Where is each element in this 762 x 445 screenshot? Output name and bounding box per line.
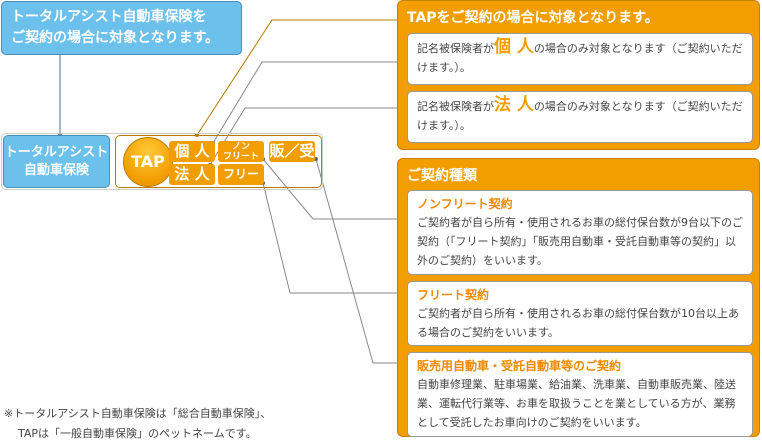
contract-type-text: ご契約者が自ら所有・使用されるお車の総付保台数が10台以上ある場合のご契約をいい… bbox=[417, 307, 739, 339]
product-row bbox=[1, 133, 323, 190]
contract-types-panel: ご契約種類 ノンフリート契約ご契約者が自ら所有・使用されるお車の総付保台数が9台… bbox=[397, 158, 760, 437]
chip-nonfleet: ノンフリート bbox=[218, 141, 264, 162]
note-text: の場合のみ対象となります（ご契約いただけます。）。 bbox=[417, 100, 743, 132]
note-highlight: 個 人 bbox=[494, 37, 534, 57]
product-line: 自動車保険 bbox=[23, 163, 89, 178]
footnote-line: ※トータルアシスト自動車保険は「総合自動車保険」、 bbox=[4, 407, 272, 420]
contract-type-dealer: 販売用自動車・受託自動車等のご契約自動車修理業、駐車場業、給油業、洗車業、自動車… bbox=[407, 352, 753, 437]
note-text: の場合のみ対象となります（ご契約いただけます。）。 bbox=[417, 42, 743, 74]
chip-hanju: 販／受 bbox=[269, 141, 315, 162]
contract-type-text: ご契約者が自ら所有・使用されるお車の総付保台数が9台以下のご契約（「フリート契約… bbox=[417, 216, 743, 267]
product-line: トータルアシスト bbox=[4, 145, 109, 160]
contract-type-fleet: フリート契約ご契約者が自ら所有・使用されるお車の総付保台数が10台以上ある場合の… bbox=[407, 281, 753, 346]
note-text: 記名被保険者が bbox=[417, 100, 494, 113]
panel-title: TAPをご契約の場合に対象となります。 bbox=[407, 10, 659, 26]
note-line: ご契約の場合に対象となります。 bbox=[11, 30, 220, 46]
chip-text: フリート bbox=[222, 152, 259, 162]
chip-kojin: 個 人 bbox=[169, 141, 215, 162]
note-highlight: 法 人 bbox=[494, 95, 534, 115]
tap-badge: TAP bbox=[123, 137, 173, 187]
hojin-note: 記名被保険者が法 人の場合のみ対象となります（ご契約いただけます。）。 bbox=[407, 91, 753, 143]
footnote: ※トータルアシスト自動車保険は「総合自動車保険」、 TAPは「一般自動車保険」の… bbox=[4, 404, 271, 444]
note-text: 記名被保険者が bbox=[417, 42, 494, 55]
contract-type-nonfleet: ノンフリート契約ご契約者が自ら所有・使用されるお車の総付保台数が9台以下のご契約… bbox=[407, 190, 753, 275]
target-note-box: トータルアシスト自動車保険を ご契約の場合に対象となります。 bbox=[1, 1, 242, 55]
contract-type-text: 自動車修理業、駐車場業、給油業、洗車業、自動車販売業、陸送業、運転代行業等、お車… bbox=[417, 378, 736, 429]
footnote-line: TAPは「一般自動車保険」のペットネームです。 bbox=[18, 427, 257, 440]
tap-feature-box bbox=[115, 135, 322, 188]
chip-text: ノン bbox=[231, 142, 250, 152]
contract-type-title: ノンフリート契約 bbox=[417, 197, 513, 211]
chip-hojin: 法 人 bbox=[169, 164, 215, 185]
kojin-note: 記名被保険者が個 人の場合のみ対象となります（ご契約いただけます。）。 bbox=[407, 33, 753, 85]
panel-title: ご契約種類 bbox=[407, 168, 477, 184]
target-panel: TAPをご契約の場合に対象となります。 記名被保険者が個 人の場合のみ対象となり… bbox=[397, 0, 760, 150]
contract-type-title: フリート契約 bbox=[417, 288, 490, 302]
product-name-box: トータルアシスト 自動車保険 bbox=[3, 135, 110, 188]
note-line: トータルアシスト自動車保険を bbox=[11, 9, 207, 25]
contract-type-title: 販売用自動車・受託自動車等のご契約 bbox=[417, 359, 622, 373]
chip-fleet: フリート bbox=[218, 164, 264, 202]
